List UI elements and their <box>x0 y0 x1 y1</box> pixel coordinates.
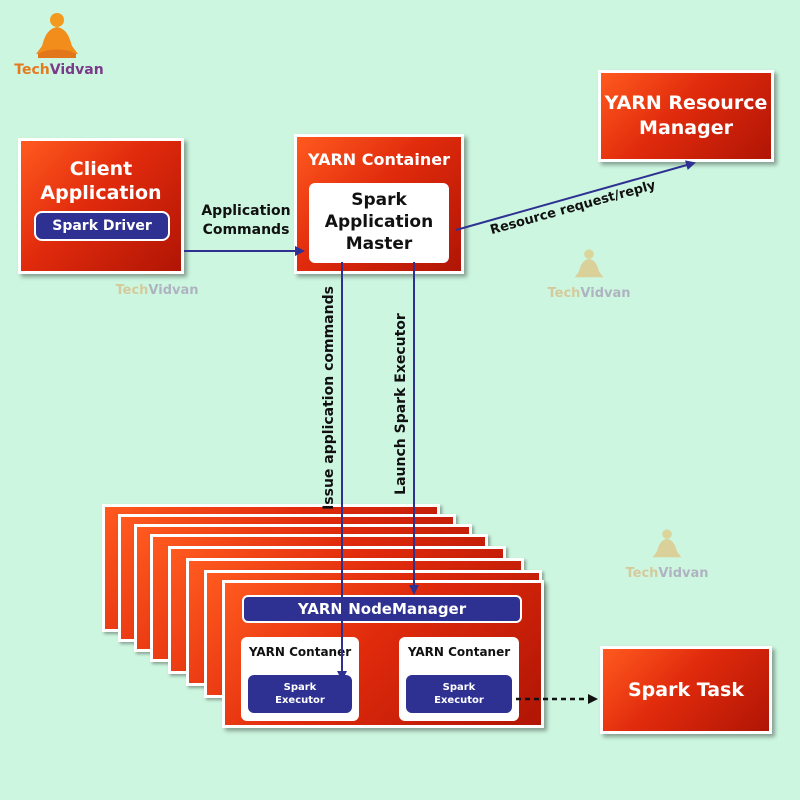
brand-name-part2: Vidvan <box>49 62 104 78</box>
rm-title-line1: YARN Resource <box>604 92 768 114</box>
techvidvan-logo: TechVidvan <box>14 10 104 82</box>
spark-application-master[interactable]: Spark Application Master <box>309 183 449 263</box>
issue-commands-label: Issue application commands <box>321 286 337 510</box>
resource-request-arrow <box>455 160 696 231</box>
rm-title-line2: Manager <box>639 117 733 139</box>
yarn-container-2-title: YARN Contaner <box>407 645 511 659</box>
watermark-3: TechVidvan <box>622 528 712 581</box>
watermark-3-part1: Tech <box>625 566 659 581</box>
client-application-box[interactable]: Client Application Spark Driver <box>18 138 184 274</box>
executor-1-line1: Spark <box>283 682 317 693</box>
client-title-line1: Client <box>69 158 133 180</box>
spark-task-title: Spark Task <box>627 679 744 701</box>
watermark-2-part2: Vidvan <box>580 286 631 301</box>
executor-2-line2: Executor <box>434 695 484 706</box>
issue-commands-text: Issue application commands <box>321 286 337 510</box>
application-commands-label: Application Commands <box>196 202 296 240</box>
watermark-2: TechVidvan <box>544 248 634 301</box>
yarn-nodemanager-title-bar: YARN NodeManager <box>242 595 522 623</box>
meditation-figure-icon <box>574 249 604 278</box>
yarn-container-box[interactable]: YARN Container Spark Application Master <box>294 134 464 274</box>
meditation-figure-icon <box>36 13 78 58</box>
watermark-1-part1: Tech <box>115 283 149 298</box>
meditation-figure-icon <box>652 529 682 558</box>
brand-name-part1: Tech <box>14 62 50 78</box>
launch-executor-text: Launch Spark Executor <box>393 313 409 495</box>
brand-name: TechVidvan <box>14 62 104 78</box>
am-line3: Master <box>345 234 413 254</box>
am-line1: Spark <box>351 190 407 210</box>
app-commands-line1: Application <box>201 203 291 219</box>
yarn-nodemanager-title: YARN NodeManager <box>297 600 467 618</box>
client-application-title: Client Application <box>21 157 181 205</box>
spark-executor-1[interactable]: Spark Executor <box>248 675 352 713</box>
spark-task-box[interactable]: Spark Task <box>600 646 772 734</box>
client-title-line2: Application <box>40 182 162 204</box>
executor-2-line1: Spark <box>442 682 476 693</box>
spark-driver-label: Spark Driver <box>52 218 152 234</box>
watermark-2-part1: Tech <box>547 286 581 301</box>
am-line2: Application <box>324 212 434 232</box>
watermark-1-part2: Vidvan <box>148 283 199 298</box>
watermark-3-part2: Vidvan <box>658 566 709 581</box>
app-commands-line2: Commands <box>202 222 290 238</box>
launch-executor-label: Launch Spark Executor <box>393 313 409 495</box>
spark-executor-2[interactable]: Spark Executor <box>406 675 512 713</box>
yarn-nodemanager-box[interactable]: YARN NodeManager YARN Contaner Spark Exe… <box>222 580 544 728</box>
yarn-container-1-title: YARN Contaner <box>248 645 352 659</box>
executor-1-line2: Executor <box>275 695 325 706</box>
yarn-container-2[interactable]: YARN Contaner Spark Executor <box>399 637 519 721</box>
yarn-resource-manager-box[interactable]: YARN Resource Manager <box>598 70 774 162</box>
spark-driver-pill[interactable]: Spark Driver <box>34 211 170 241</box>
yarn-container-title: YARN Container <box>308 150 450 169</box>
